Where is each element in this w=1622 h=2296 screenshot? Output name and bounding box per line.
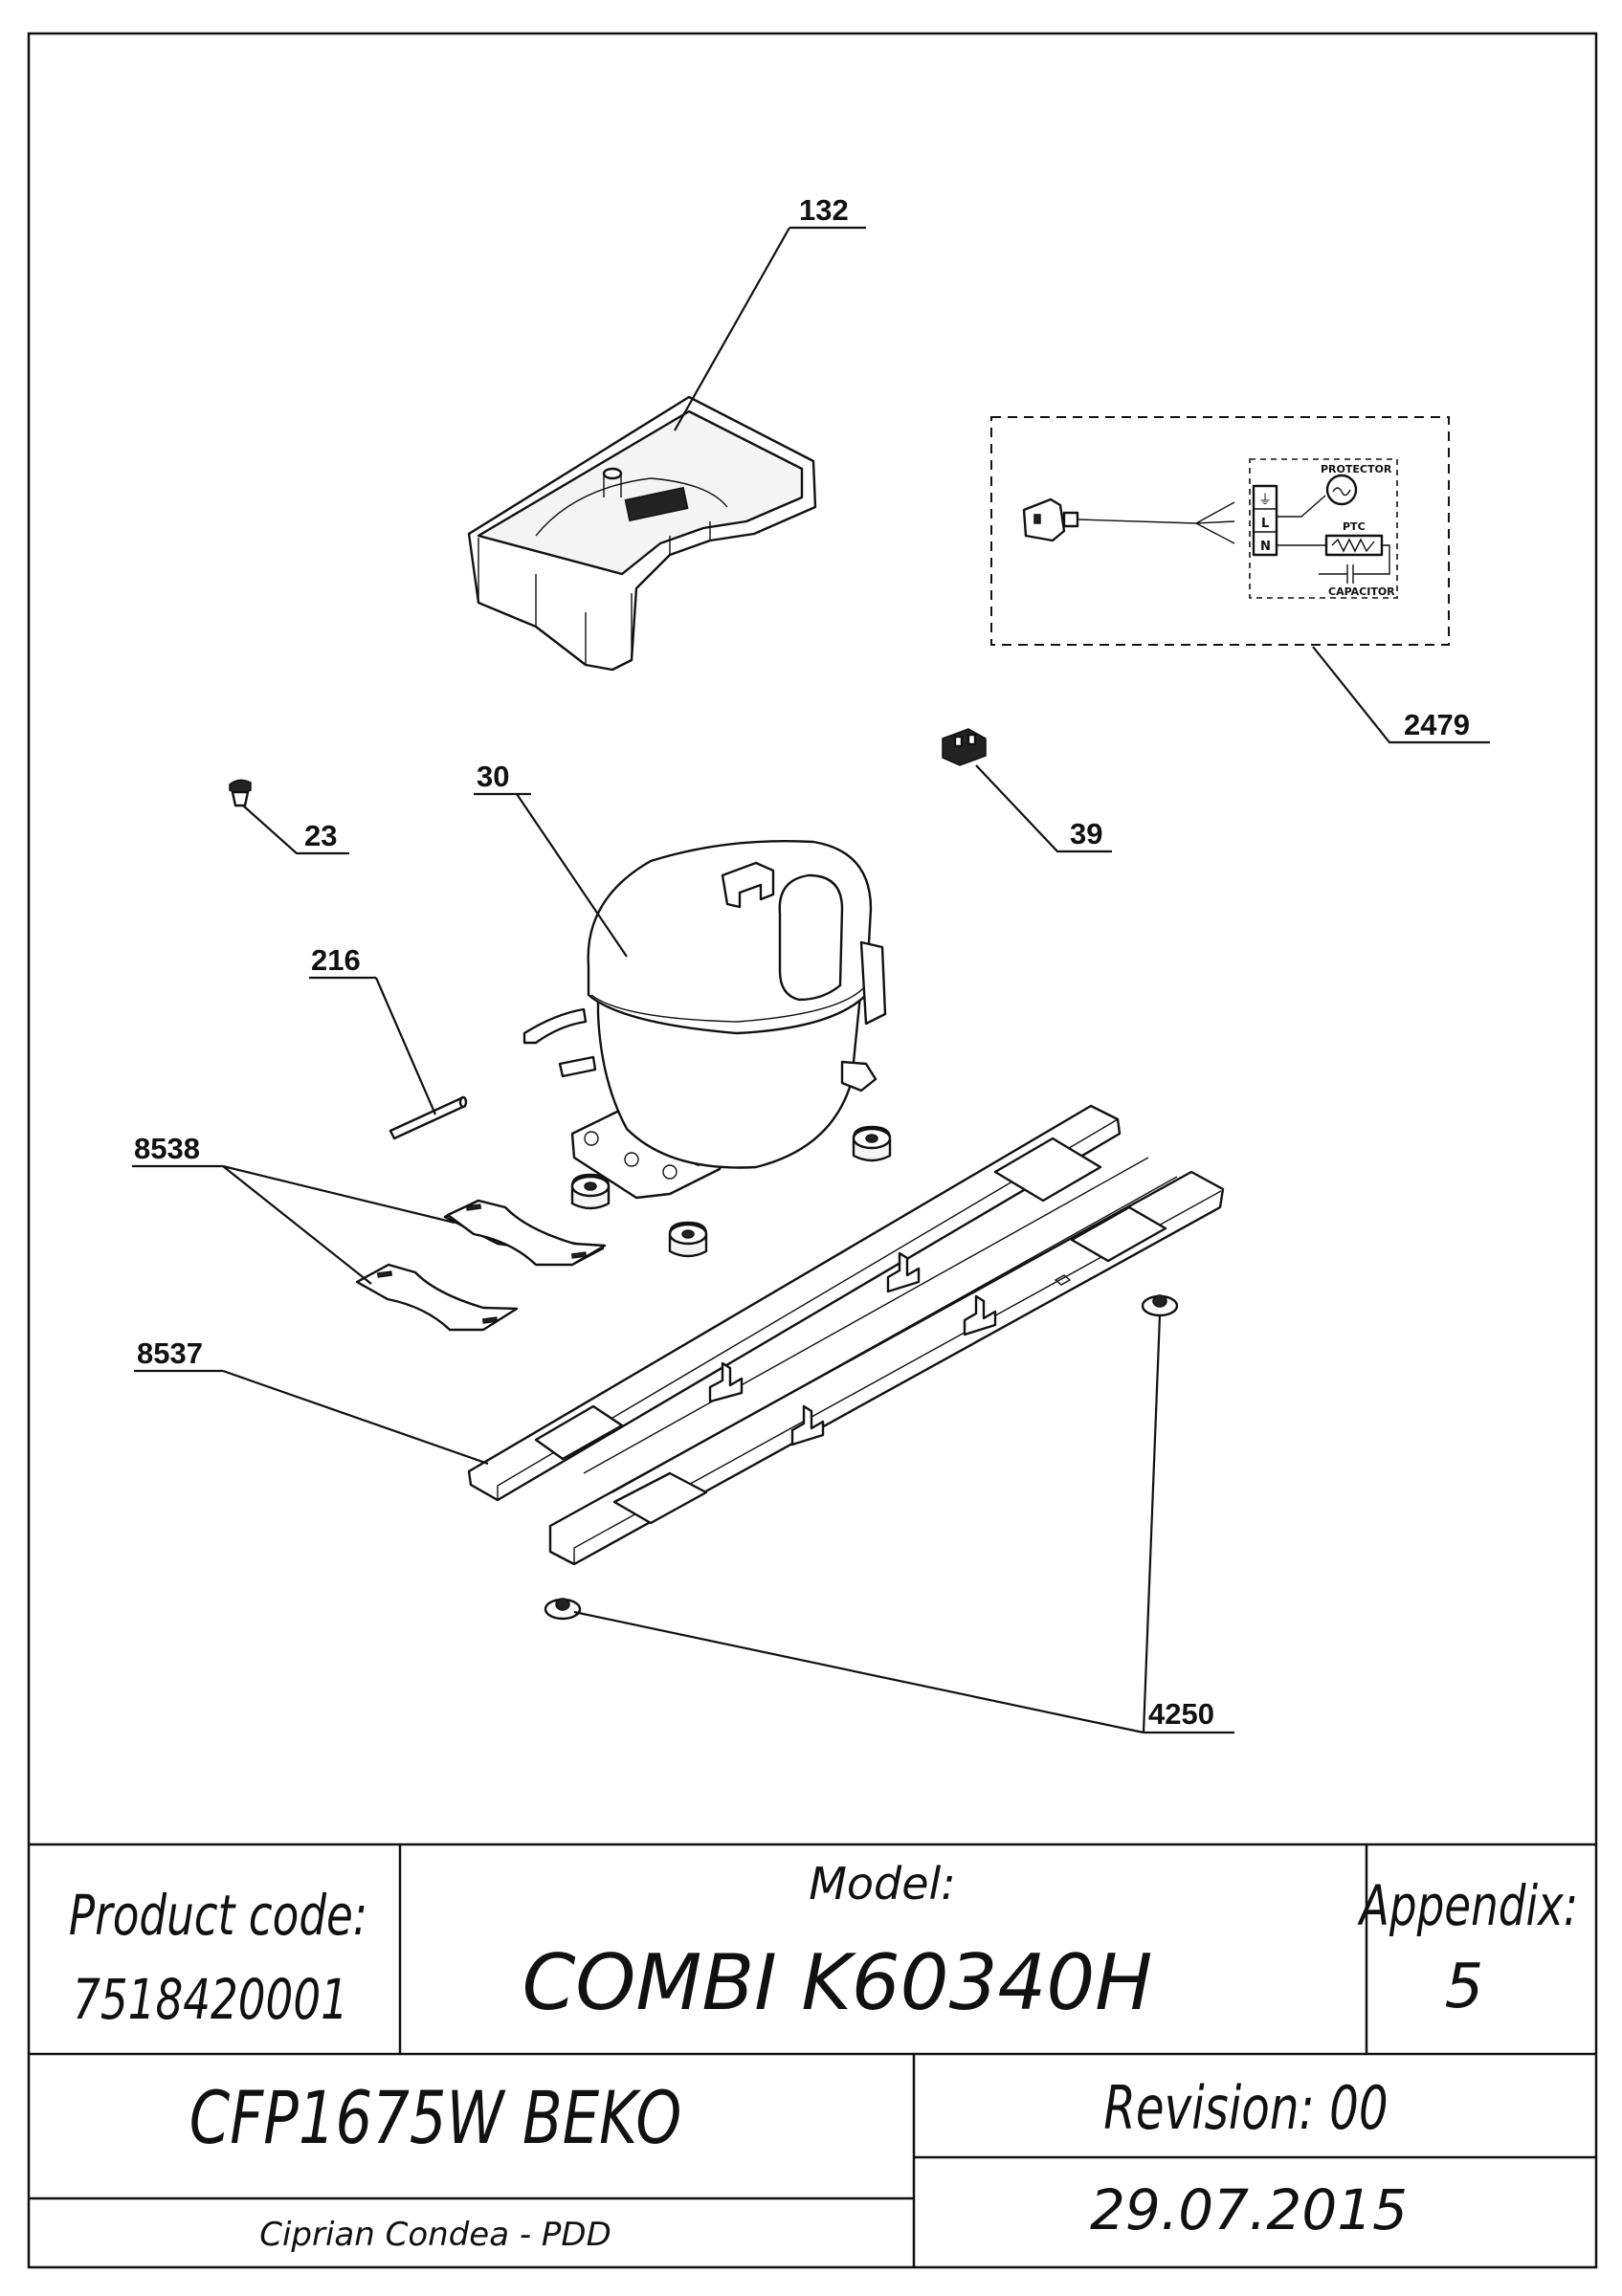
terminal-n: N [1260,540,1271,554]
part-8538-pads [355,1199,607,1332]
callout-label-4250: 4250 [1148,1697,1214,1731]
ptc-label: PTC [1343,520,1366,533]
part-30-compressor [522,839,887,1200]
terminal-l: L [1261,517,1269,531]
callout-leader-2479 [1312,646,1490,744]
author: Ciprian Condea - PDD [259,2216,611,2254]
product-code-value: 7518420001 [73,1969,348,2033]
part-216-pin [389,1095,468,1140]
part-39-connector [942,728,987,766]
callout-leader-8538 [132,1164,455,1285]
part-2479-wiring-harness: ⏚ L N PROTECTOR PTC CAPACITOR [990,416,1450,646]
drawing-frame [27,32,1598,2269]
callout-label-23: 23 [304,819,337,852]
part-8537-base-frame [467,1104,1225,1566]
callout-leader-8537 [134,1369,489,1466]
date: 29.07.2015 [1090,2177,1408,2242]
part-4250-feet [544,1294,1179,1621]
callout-label-8537: 8537 [137,1336,203,1370]
callout-label-30: 30 [477,760,509,793]
callout-label-39: 39 [1070,817,1102,850]
callout-leader-39 [975,764,1112,853]
callout-label-216: 216 [311,943,361,977]
callout-label-8538: 8538 [134,1132,200,1165]
compressor-grommets [570,1125,892,1258]
callout-label-132: 132 [799,193,849,227]
title-block: Product code: 7518420001 Model: COMBI K6… [29,1843,1596,2267]
callout-leader-132 [674,226,866,431]
model-value: COMBI K60340H [522,1938,1153,2027]
callout-leader-4250 [573,1314,1234,1734]
capacitor-label: CAPACITOR [1328,585,1395,598]
protector-label: PROTECTOR [1321,463,1392,475]
appendix-label: Appendix: [1357,1875,1578,1939]
product-name: CFP1675W BEKO [189,2076,681,2160]
callout-leader-23 [242,805,349,855]
callout-leader-30 [474,792,628,958]
product-code-label: Product code: [69,1885,367,1949]
revision: Revision: 00 [1103,2074,1388,2143]
callout-leader-216 [309,976,437,1115]
callout-label-2479: 2479 [1404,708,1470,741]
appendix-value: 5 [1445,1952,1484,2022]
part-23-clip [229,779,252,807]
part-132-drip-tray [467,395,817,672]
model-label: Model: [809,1858,956,1910]
terminal-earth: ⏚ [1258,493,1272,508]
